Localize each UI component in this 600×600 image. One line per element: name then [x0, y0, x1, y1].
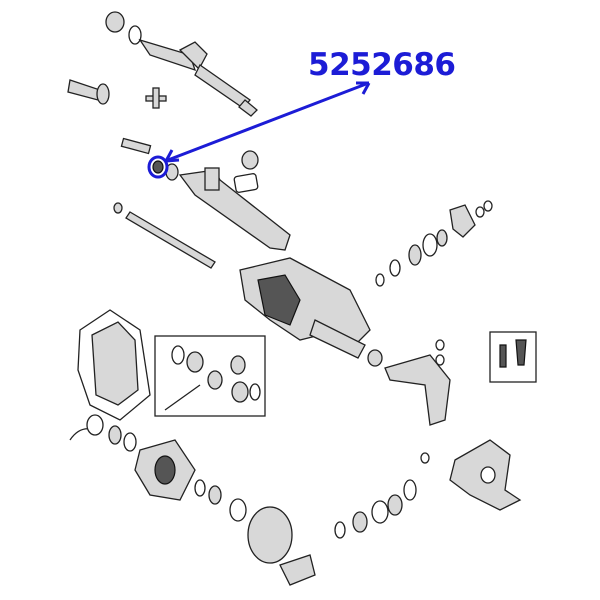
differential-housing — [239, 257, 371, 359]
axle-shaft-upper — [67, 11, 258, 117]
callout-arrow — [147, 81, 371, 179]
universal-joint — [145, 87, 167, 109]
ball-joints-inset — [489, 331, 537, 383]
inner-shaft — [113, 202, 216, 269]
steering-knuckle — [449, 439, 522, 511]
part-number-label: 5252686 — [308, 47, 456, 83]
differential-inset — [154, 335, 266, 417]
lower-differential — [69, 414, 316, 586]
spindle-bearings-right — [375, 200, 493, 287]
cover — [77, 309, 151, 421]
pinion-bearings — [334, 452, 430, 539]
axle-tube-left — [178, 150, 291, 251]
highlight-circle — [147, 155, 169, 179]
axle-tube-right — [367, 339, 451, 426]
pin-and-bearing — [120, 137, 179, 181]
